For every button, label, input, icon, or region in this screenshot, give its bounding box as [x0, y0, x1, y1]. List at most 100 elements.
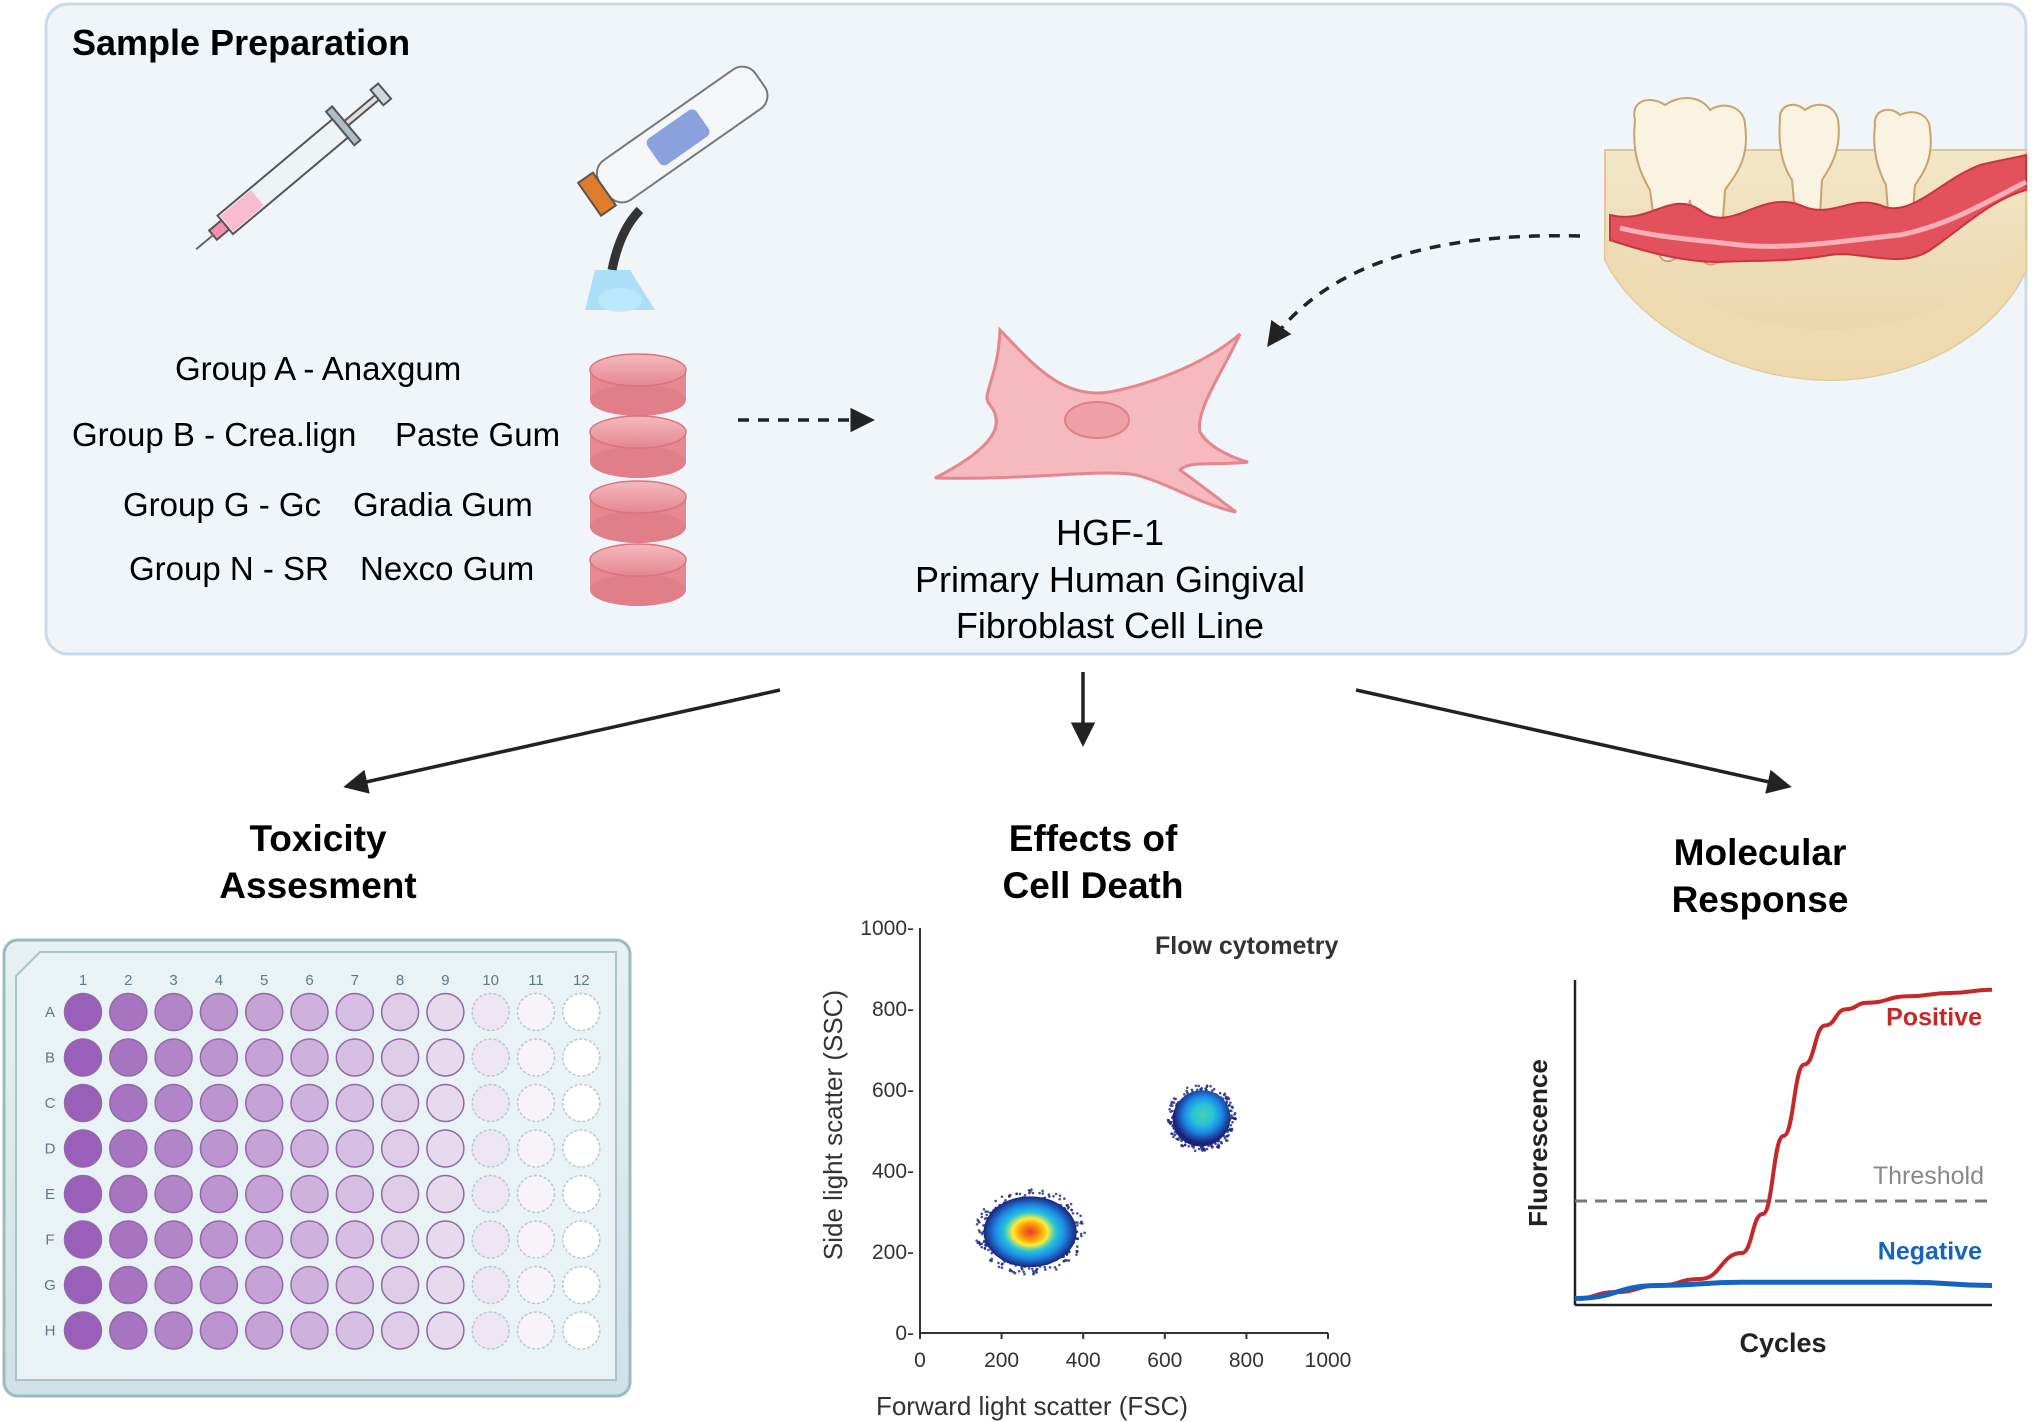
- plate-well: [63, 1311, 103, 1350]
- plate-well: [426, 1174, 465, 1214]
- group-b-label: Group B - Crea.lign Paste Gum: [72, 416, 560, 453]
- plate-well: [63, 1083, 103, 1123]
- cell-line-desc-2: Fibroblast Cell Line: [956, 605, 1264, 646]
- plate-wells: [63, 992, 601, 1350]
- plate-col-label: 1: [79, 972, 87, 989]
- branch-arrow-toxicity: [343, 688, 781, 794]
- flow-density: [1172, 1090, 1231, 1147]
- flow-population-2: [1166, 1084, 1237, 1153]
- gum-disc-stack: [589, 353, 687, 606]
- plate-well: [290, 1174, 329, 1214]
- plate-well: [471, 992, 510, 1032]
- toxicity-title-2: Assesment: [219, 865, 416, 906]
- qpcr-x-axis-label: Cycles: [1739, 1328, 1826, 1358]
- plate-row-label: D: [45, 1141, 56, 1158]
- flow-y-tick-label: 200-: [872, 1241, 914, 1264]
- plate-well: [562, 1083, 601, 1123]
- plate-well: [516, 1038, 556, 1077]
- plate-well: [335, 1311, 375, 1350]
- plate-well: [154, 992, 193, 1032]
- plate-well: [109, 1129, 148, 1168]
- plate-row-label: H: [45, 1323, 56, 1340]
- gum-disc-g: [589, 480, 687, 543]
- gum-disc-b: [589, 415, 687, 478]
- plate-well: [154, 1311, 193, 1350]
- cell-death-title-2: Cell Death: [1003, 865, 1184, 906]
- plate-well: [199, 1174, 239, 1214]
- plate-well: [290, 992, 329, 1032]
- plate-well: [63, 1174, 103, 1214]
- group-a-label: Group A - Anaxgum: [175, 350, 461, 387]
- molecular-section: Molecular Response Cycles Fluorescence T…: [1523, 832, 1993, 1358]
- plate-well: [63, 1220, 103, 1259]
- plate-well: [290, 1311, 329, 1350]
- plate-well: [154, 1220, 193, 1259]
- plate-well: [471, 1038, 510, 1077]
- plate-well: [562, 1265, 601, 1305]
- group-g-label: Group G - Gc Gradia Gum: [123, 486, 533, 523]
- plate-well: [335, 1083, 375, 1123]
- plate-well: [154, 1038, 193, 1077]
- plate-well: [290, 1038, 329, 1077]
- plate-well: [562, 1038, 601, 1077]
- cell-line-desc-1: Primary Human Gingival: [915, 559, 1305, 600]
- plate-well: [109, 1174, 148, 1214]
- plate-row-label: C: [45, 1095, 56, 1112]
- flow-y-tick-label: 800-: [872, 998, 914, 1021]
- plate-well: [199, 1220, 239, 1259]
- flow-x-tick-label: 0: [914, 1349, 926, 1372]
- plate-well: [109, 1265, 148, 1305]
- plate-well: [244, 992, 284, 1032]
- plate-well: [471, 1265, 510, 1305]
- plate-well: [426, 1083, 465, 1123]
- plate-well: [516, 992, 556, 1032]
- plate-well: [562, 992, 601, 1032]
- plate-well: [426, 1038, 465, 1077]
- cell-death-title-1: Effects of: [1009, 818, 1178, 859]
- flow-x-tick-label: 1000: [1305, 1349, 1352, 1372]
- plate-col-label: 3: [169, 972, 177, 989]
- plate-well: [380, 992, 420, 1032]
- plate-well: [109, 1038, 148, 1077]
- plate-well: [471, 1129, 510, 1168]
- gingiva-teeth-icon: [1604, 97, 2028, 382]
- plate-well: [244, 1311, 284, 1350]
- svg-text:Paste Gum: Paste Gum: [395, 416, 560, 453]
- plate-well: [109, 1083, 148, 1123]
- molecular-title-2: Response: [1672, 879, 1849, 920]
- plate-well: [63, 1265, 103, 1305]
- qpcr-y-axis-label: Fluorescence: [1523, 1059, 1553, 1227]
- gum-tissue-to-cell-arrow: [1267, 233, 1581, 347]
- plate-well: [380, 1083, 420, 1123]
- plate-well: [109, 1311, 148, 1350]
- plate-well: [199, 992, 239, 1032]
- flow-y-tick-label: 600-: [872, 1079, 914, 1102]
- plate-well: [471, 1220, 510, 1259]
- plate-well: [471, 1083, 510, 1123]
- plate-well: [154, 1083, 193, 1123]
- plate-well: [290, 1265, 329, 1305]
- svg-text:Nexco Gum: Nexco Gum: [360, 550, 534, 587]
- plate-well: [199, 1083, 239, 1123]
- plate-well: [244, 1174, 284, 1214]
- plate-well: [244, 1220, 284, 1259]
- qpcr-chart: Cycles Fluorescence ThresholdPositiveNeg…: [1523, 980, 1993, 1358]
- plate-well: [380, 1220, 420, 1259]
- plate-well: [154, 1265, 193, 1305]
- plate-col-label: 11: [528, 972, 544, 989]
- plate-well: [63, 1129, 103, 1168]
- plate-well: [562, 1174, 601, 1214]
- svg-text:Group A - Anaxgum: Group A - Anaxgum: [175, 350, 461, 387]
- flow-x-axis-label: Forward light scatter (FSC): [876, 1391, 1188, 1421]
- flow-y-axis-label: Side light scatter (SSC): [818, 990, 848, 1260]
- svg-text:Gradia Gum: Gradia Gum: [353, 486, 533, 523]
- syringe-icon: [195, 82, 393, 251]
- plate-col-label: 8: [396, 972, 404, 989]
- plate-col-label: 2: [124, 972, 132, 989]
- plate-well: [426, 1129, 465, 1168]
- flow-density: [983, 1196, 1077, 1268]
- flow-chart-title: Flow cytometry: [1155, 932, 1338, 960]
- flow-cytometry-chart: Flow cytometry Forward light scatter (FS…: [818, 917, 1351, 1421]
- flow-x-tick-label: 200: [984, 1349, 1019, 1372]
